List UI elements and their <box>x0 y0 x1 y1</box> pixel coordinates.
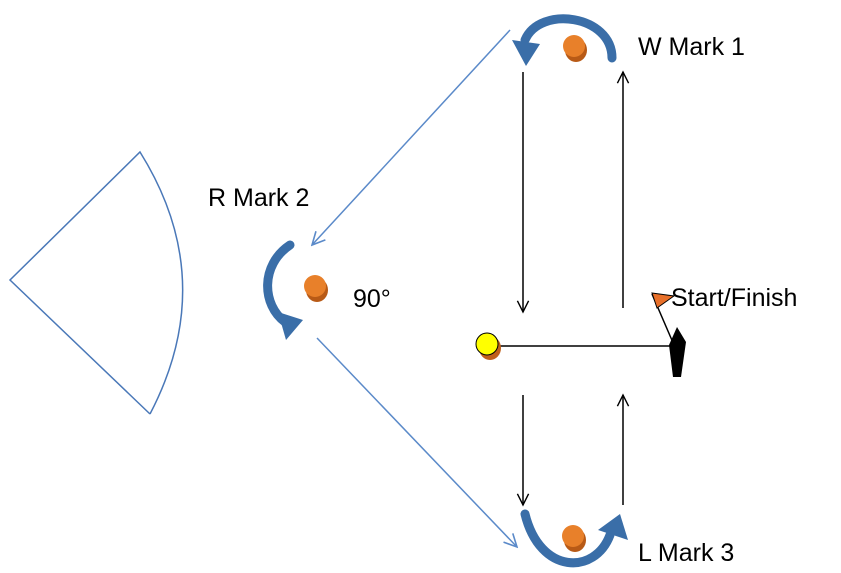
w-mark-rounding-arrowhead <box>512 40 540 66</box>
committee-boat-icon <box>669 327 686 377</box>
reach-leg-to-r-mark <box>312 29 511 245</box>
wind-sector <box>8 150 184 415</box>
l-mark-label: L Mark 3 <box>638 539 735 567</box>
w-mark-rounding-arrow <box>520 14 617 63</box>
r-mark-label: R Mark 2 <box>208 184 310 212</box>
r-mark-rounding-arrowhead <box>278 312 303 340</box>
start-flag-icon <box>651 292 676 309</box>
w-mark-buoy-icon <box>563 35 585 57</box>
r-mark-buoy-icon <box>304 275 326 297</box>
pin-buoy-icon <box>475 332 499 356</box>
start-finish-label: Start/Finish <box>671 284 798 312</box>
l-mark-rounding-arrowhead <box>598 514 628 540</box>
l-mark-buoy-icon <box>562 525 584 547</box>
l-mark-rounding-arrow <box>520 509 615 568</box>
angle-label: 90° <box>353 285 391 313</box>
reach-leg-to-l-mark <box>316 337 517 547</box>
w-mark-label: W Mark 1 <box>638 33 745 61</box>
r-mark-rounding-arrow <box>263 240 295 327</box>
